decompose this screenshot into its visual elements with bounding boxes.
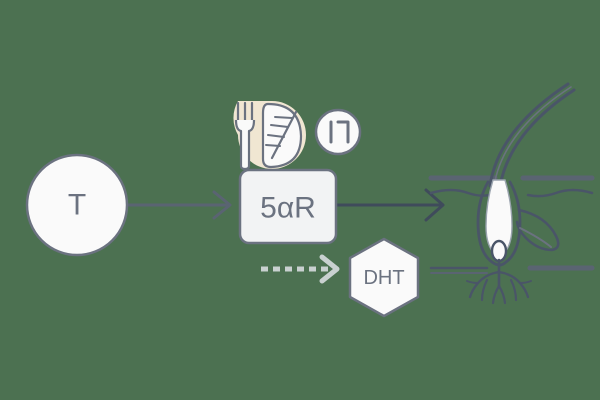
leaf-icon — [261, 102, 303, 169]
dermal-papilla — [490, 239, 508, 263]
testosterone-circle — [25, 153, 129, 257]
enzyme-box — [238, 168, 338, 245]
arrow-head — [319, 254, 340, 284]
pill-badge-glyph-corner — [336, 120, 350, 144]
arrow-enzyme-to-follicle — [337, 188, 445, 222]
enzyme-label: 5αR — [260, 192, 316, 225]
hair-follicle-illustration[interactable] — [428, 82, 595, 305]
arrow-head — [212, 190, 232, 220]
dht-label: DHT — [363, 267, 404, 289]
dermis-lines — [429, 188, 594, 198]
testosterone-label: T — [68, 189, 86, 222]
follicle-root-network — [466, 258, 532, 305]
hair-shaft — [488, 82, 576, 188]
arrow-head — [424, 188, 445, 222]
fork-icon — [234, 101, 256, 171]
five-alpha-reductase-node[interactable]: 5αR — [238, 168, 338, 245]
subcutaneous-lines — [429, 265, 595, 274]
pill-badge-circle — [314, 108, 362, 156]
arrow-dashed-to-dht — [261, 254, 340, 284]
dht-hexagon — [348, 237, 420, 318]
arrow-testosterone-to-enzyme — [127, 190, 232, 220]
dht-node[interactable]: DHT — [348, 237, 420, 318]
follicle-bulb — [485, 179, 513, 263]
fork-and-leaf-icon[interactable] — [233, 101, 306, 171]
sebaceous-gland — [515, 208, 560, 252]
pill-badge-icon[interactable] — [314, 108, 362, 156]
testosterone-node[interactable]: T — [25, 153, 129, 257]
